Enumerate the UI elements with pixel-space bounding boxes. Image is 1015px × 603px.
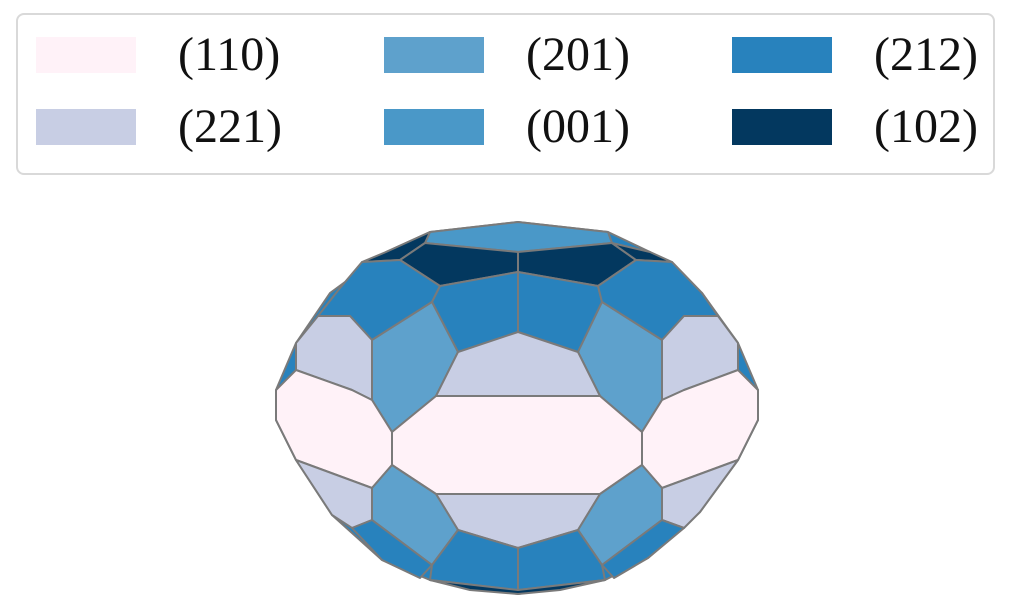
facet-212-lower-right: [601, 519, 685, 579]
legend-label-201: (201): [526, 28, 630, 81]
legend: (110) (221) (201) (001) (212) (102): [16, 13, 995, 175]
facet-221-upper-center: [435, 331, 601, 397]
facet-212-lower-left: [351, 519, 433, 579]
legend-swatch-110: [36, 37, 136, 73]
facet-212-lower-mid-right: [517, 529, 606, 591]
legend-label-001: (001): [526, 100, 630, 153]
legend-label-102: (102): [874, 100, 978, 153]
legend-label-212: (212): [874, 28, 978, 81]
legend-swatch-212: [732, 37, 832, 73]
facet-102-bottom: [429, 579, 606, 595]
facet-110-center: [391, 395, 643, 495]
legend-swatch-201: [384, 37, 484, 73]
legend-swatch-221: [36, 109, 136, 145]
legend-label-110: (110): [178, 28, 281, 81]
legend-swatch-001: [384, 109, 484, 145]
legend-label-221: (221): [178, 100, 282, 153]
legend-swatch-102: [732, 109, 832, 145]
